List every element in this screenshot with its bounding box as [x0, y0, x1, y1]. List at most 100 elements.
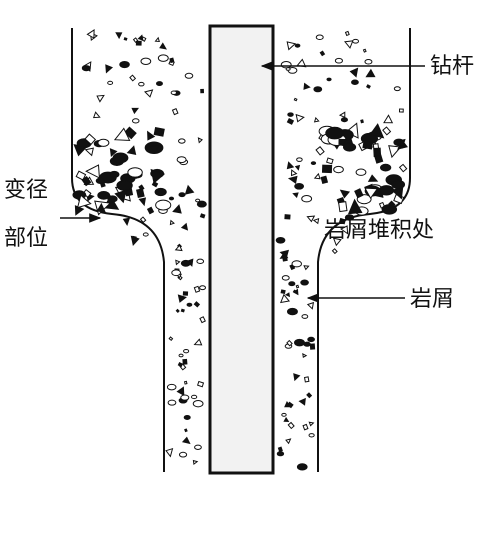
cutting-particle: [280, 289, 286, 295]
cutting-particle: [338, 111, 346, 119]
cutting-particle: [287, 175, 298, 184]
cutting-particle: [155, 199, 172, 211]
cutting-particle: [178, 138, 186, 144]
cutting-particle: [191, 394, 198, 400]
cutting-particle: [306, 392, 313, 399]
cutting-particle: [176, 156, 187, 164]
cutting-particle: [280, 61, 292, 69]
cutting-particle: [295, 113, 305, 123]
cutting-particle: [339, 189, 351, 199]
cutting-particle: [138, 81, 145, 87]
cutting-particle: [166, 383, 177, 391]
cutting-particle: [294, 182, 305, 190]
cutting-particle: [186, 302, 193, 307]
cutting-particle: [296, 463, 308, 471]
drill-pipe: [208, 24, 275, 475]
cutting-particle: [308, 433, 315, 438]
cutting-particle: [303, 341, 311, 347]
cutting-particle: [192, 399, 204, 408]
cutting-particle: [123, 126, 137, 140]
cutting-particle: [178, 192, 186, 198]
cutting-particle: [172, 204, 182, 214]
cutting-particle: [175, 259, 181, 266]
cutting-particle: [362, 140, 374, 150]
cutting-particle: [391, 179, 406, 190]
accumulation-label: 岩屑堆积处: [324, 218, 435, 243]
cutting-particle: [320, 175, 329, 185]
cutting-particle: [344, 214, 355, 221]
cutting-particle: [92, 111, 101, 119]
cutting-particle: [284, 214, 291, 220]
cutting-particle: [176, 386, 185, 397]
cutting-particle: [192, 459, 199, 466]
cutting-particle: [306, 215, 316, 223]
cutting-particle: [326, 157, 334, 165]
cutting-particle: [338, 138, 346, 145]
cutting-particle: [193, 285, 201, 293]
cutting-particle: [180, 394, 190, 401]
cutting-particle: [180, 308, 185, 313]
cutting-particle: [307, 336, 315, 343]
cutting-particle: [288, 281, 296, 287]
cutting-particle: [182, 358, 188, 365]
cutting-particle: [398, 108, 404, 113]
cutting-particle: [284, 401, 292, 408]
cutting-particle: [170, 90, 177, 95]
cutting-particle: [138, 197, 147, 207]
cutting-particle: [136, 188, 145, 199]
cutting-particle: [115, 32, 123, 40]
cutting-particle: [349, 67, 359, 78]
cutting-particle: [286, 339, 293, 347]
cutting-particle: [331, 248, 338, 255]
cutting-particle: [281, 412, 287, 417]
cutting-particle: [312, 217, 320, 225]
cutting-particle: [199, 213, 206, 219]
cutting-particle: [193, 301, 201, 308]
cutting-particle: [139, 216, 147, 224]
cuttings-label: 岩屑: [410, 287, 455, 312]
cutting-particle: [200, 88, 205, 94]
cutting-particle: [300, 279, 309, 286]
cutting-particle: [378, 185, 395, 196]
drill-pipe-label: 钻杆: [430, 54, 475, 79]
cutting-particle: [197, 137, 203, 144]
cutting-particle: [123, 37, 128, 41]
cutting-particle: [182, 291, 189, 296]
borehole-wall-right: [317, 28, 411, 472]
cutting-particle: [137, 34, 144, 41]
cutting-particle: [321, 164, 333, 174]
cutting-particle: [169, 219, 175, 226]
cutting-particle: [286, 117, 295, 125]
cutting-particle: [140, 57, 152, 65]
cutting-particle: [301, 314, 309, 319]
cutting-particle: [85, 164, 100, 179]
cutting-particle: [97, 138, 110, 147]
cutting-particle: [283, 416, 290, 423]
cutting-particle: [393, 86, 401, 92]
cutting-particle: [342, 142, 357, 152]
cutting-particle: [298, 397, 306, 406]
cuttings-particles: [72, 29, 408, 471]
cutting-particle: [193, 338, 203, 346]
cutting-particle: [340, 225, 349, 235]
cutting-particle: [156, 81, 163, 87]
cutting-particle: [276, 451, 285, 457]
cutting-particle: [174, 244, 183, 252]
cutting-particle: [154, 187, 167, 197]
cutting-particle: [168, 336, 174, 342]
cutting-particle: [129, 74, 137, 82]
cutting-particle: [340, 117, 348, 123]
cutting-particle: [290, 169, 298, 177]
cutting-particle: [285, 67, 291, 71]
cutting-particle: [122, 217, 131, 226]
cutting-particle: [296, 157, 303, 162]
cutting-particle: [275, 236, 286, 244]
cutting-particle: [184, 428, 188, 433]
cutting-particle: [159, 42, 167, 50]
cutting-particle: [309, 343, 316, 350]
cutting-particle: [178, 353, 184, 358]
cutting-particle: [199, 316, 206, 324]
cutting-particle: [114, 189, 127, 204]
cutting-particle: [81, 175, 92, 187]
